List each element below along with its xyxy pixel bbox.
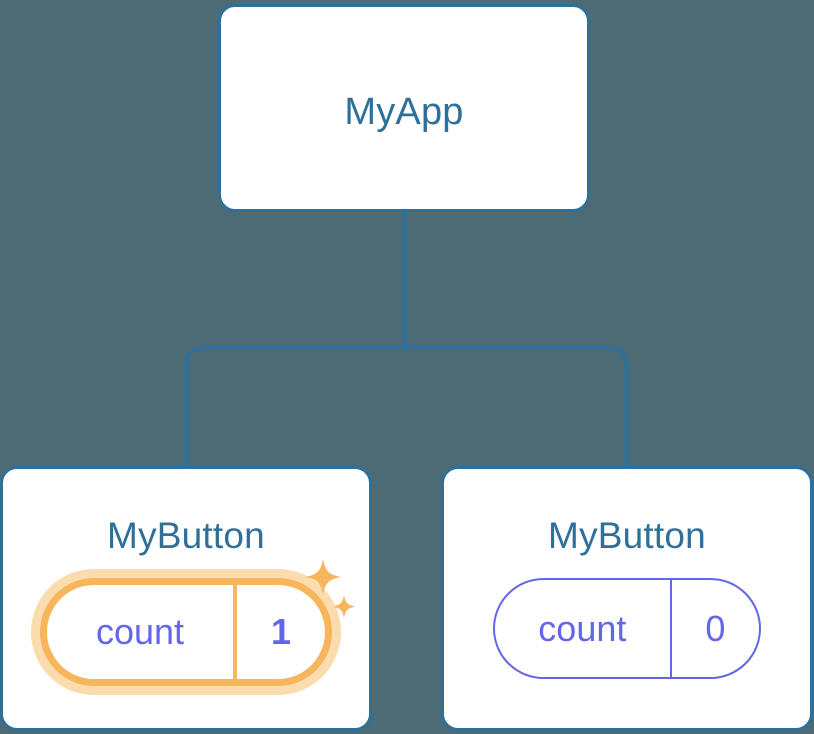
node-myapp[interactable]: MyApp (218, 4, 590, 212)
state-pill-1[interactable]: count 1 (40, 559, 356, 686)
node-myapp-title: MyApp (344, 91, 464, 133)
state-pill-wrap-1: count 1 (3, 559, 369, 686)
node-mybutton-2-title: MyButton (548, 515, 706, 556)
sparkle-small-icon (332, 595, 356, 618)
node-mybutton-1-title: MyButton (107, 515, 265, 556)
state-pill-2[interactable]: count 0 (493, 578, 761, 679)
state-value-1: 1 (270, 611, 292, 652)
state-divider-2 (669, 580, 672, 677)
state-value-2: 0 (705, 607, 726, 649)
edge-branch-bar (184, 346, 629, 468)
state-key-2: count (538, 607, 627, 649)
node-mybutton-2[interactable]: MyButton count 0 (441, 466, 813, 731)
state-key-1: count (95, 611, 185, 652)
node-mybutton-1[interactable]: MyButton count 1 (0, 466, 372, 731)
state-pill-wrap-2: count 0 (444, 578, 810, 679)
state-divider-1 (233, 585, 237, 679)
